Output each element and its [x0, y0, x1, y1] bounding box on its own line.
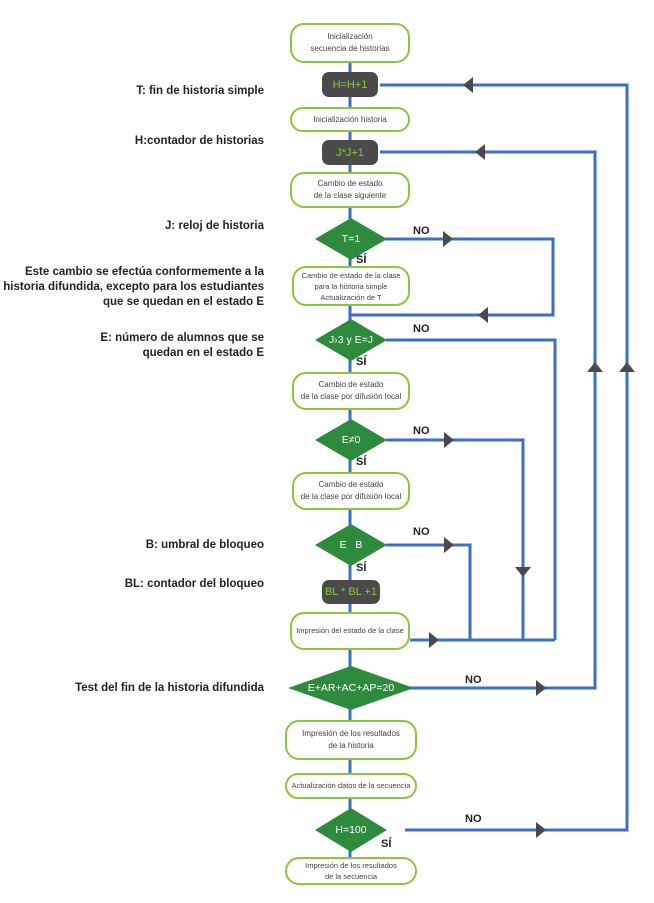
decision-t-label: T=1 — [341, 233, 361, 245]
node-cambio-siguiente: Cambio de estado de la clase siguiente — [290, 172, 410, 208]
arrow-up-icon — [587, 362, 603, 372]
loop-eb-line — [386, 543, 472, 640]
legend-test: Test del fin de la historia difundida — [75, 682, 264, 694]
decision-test-fin-label: E+AR+AC+AP=20 — [307, 682, 395, 694]
legend-este-line: que se quedan en el estado E — [102, 296, 264, 308]
legend-e-line: quedan en el estado E — [142, 347, 264, 359]
loop-e-line — [386, 438, 525, 640]
decision-h100: H=100 — [315, 808, 387, 852]
node-cambio-local-1: Cambio de estado de la clase por difusió… — [292, 372, 410, 410]
arrow-right-icon — [444, 537, 454, 553]
decision-h100-label: H=100 — [335, 824, 367, 836]
legend-b: B: umbral de bloqueo — [145, 539, 264, 551]
legend-este: Este cambio se efectúa conformemente a l… — [3, 265, 264, 310]
decision-e-b-label: E B — [339, 539, 363, 551]
no-label: NO — [413, 323, 430, 335]
no-label: NO — [465, 813, 482, 825]
arrow-up-icon — [619, 362, 635, 372]
loop-j-line — [386, 338, 557, 640]
no-label: NO — [413, 225, 430, 237]
no-label: NO — [413, 526, 430, 538]
arrow-left-icon — [478, 307, 488, 323]
decision-test-fin: E+AR+AC+AP=20 — [288, 666, 414, 710]
legend-bl: BL: contador del bloqueo — [124, 578, 264, 590]
legend-j: J: reloj de historia — [164, 220, 264, 232]
legend-t: T: fin de historia simple — [136, 85, 264, 97]
decision-j-label: J›3 y E=J — [328, 334, 374, 346]
loop-h100-line — [380, 83, 629, 832]
yes-label: SÍ — [356, 356, 367, 368]
yes-label: SÍ — [381, 838, 392, 850]
node-impresion-secuencia: Impresión de los resultados de la secuen… — [285, 857, 417, 885]
node-bl-increment: BL * BL +1 — [322, 580, 380, 604]
legend-h: H:contador de historias — [134, 135, 264, 147]
decision-e-b: E B — [315, 524, 387, 566]
node-init-hist: Inicialización historia — [290, 107, 410, 132]
node-actualizacion: Actualización datos de la secuencia — [285, 773, 417, 799]
node-h-increment: H=H+1 — [322, 72, 378, 97]
decision-j: J›3 y E=J — [315, 319, 387, 361]
no-label: NO — [465, 674, 482, 686]
node-cambio-simple: Cambio de estado de la clase para la his… — [292, 266, 410, 306]
legend-este-line: Este cambio se efectúa conformemente a l… — [24, 266, 264, 278]
arrow-right-icon — [429, 632, 439, 648]
legend-este-line: historia difundida, excepto para los est… — [3, 281, 264, 293]
arrow-right-icon — [536, 822, 546, 838]
decision-e-ne: E≠0 — [315, 419, 387, 461]
arrow-left-icon — [475, 144, 485, 160]
arrow-right-icon — [536, 680, 546, 696]
arrow-down-icon — [515, 567, 531, 577]
arrow-left-icon — [463, 77, 473, 93]
loop-test-line — [380, 150, 597, 690]
yes-label: SÍ — [356, 456, 367, 468]
arrow-right-icon — [444, 432, 454, 448]
node-init-seq: Inicialización secuencia de historias — [290, 23, 410, 63]
arrow-right-icon — [443, 231, 453, 247]
yes-label: SÍ — [356, 562, 367, 574]
loop-t-line — [350, 237, 555, 317]
node-j-increment: J*J+1 — [322, 140, 378, 165]
legend-e-line: E: número de alumnos que se — [100, 332, 264, 344]
legend-e: E: número de alumnos que se quedan en el… — [100, 331, 264, 361]
decision-t: T=1 — [315, 218, 387, 260]
node-impresion-historia: Impresión de los resultados de la histor… — [285, 720, 417, 760]
node-cambio-local-2: Cambio de estado de la clase por difusió… — [292, 472, 410, 510]
decision-e-ne-label: E≠0 — [341, 434, 361, 446]
node-impresion-clase: Impresión del estado de la clase — [290, 612, 410, 650]
yes-label: SÍ — [356, 254, 367, 266]
no-label: NO — [413, 425, 430, 437]
